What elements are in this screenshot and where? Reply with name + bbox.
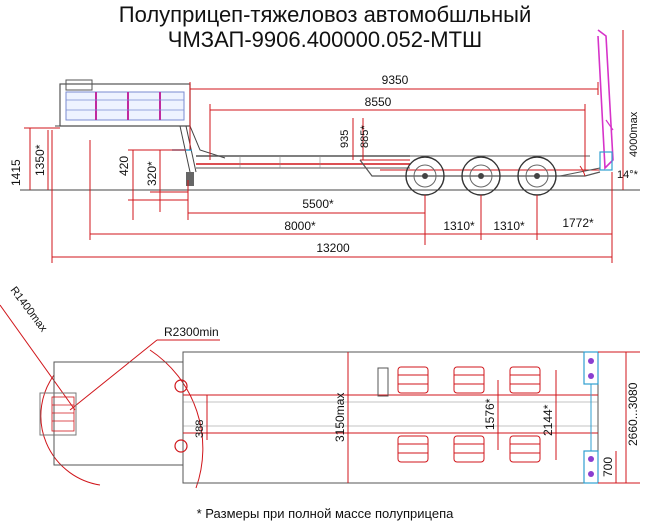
footnote: * Размеры при полной массе полуприцепа <box>196 506 454 521</box>
side-view: 9350 8550 935 885* 4000max 14°* 1415 135… <box>9 29 640 263</box>
dim-2144-label: 2144* <box>541 404 555 436</box>
diagram-title-line2: ЧМЗАП-9906.400000.052-МТШ <box>167 27 483 52</box>
dim-1772 <box>537 172 613 240</box>
dim-5500 <box>187 180 426 245</box>
dim-1576-label: 1576* <box>483 398 497 430</box>
dim-8550 <box>209 104 586 170</box>
gooseneck <box>55 79 226 186</box>
ramps-top-view <box>583 351 599 484</box>
diagram-title-line1: Полуприцеп-тяжеловоз автомобшльный <box>118 2 532 27</box>
dim-13200-label: 13200 <box>316 241 350 255</box>
dim-885-label: 885* <box>359 125 371 148</box>
dim-1310b-label: 1310* <box>493 219 525 233</box>
dim-388-label: 388 <box>194 420 206 438</box>
dim-1350-label: 1350* <box>33 144 47 176</box>
dim-700-label: 700 <box>601 457 615 477</box>
dim-2660-label: 2660...3080 <box>626 382 640 446</box>
dim-1310-b <box>481 195 538 240</box>
angle-label: 14°* <box>617 169 639 181</box>
r2300-label: R2300min <box>164 325 219 339</box>
dim-420-label: 420 <box>117 156 131 176</box>
dim-8000 <box>89 140 425 240</box>
dim-8000-label: 8000* <box>284 219 316 233</box>
radius-r2300 <box>69 339 220 489</box>
support-leg <box>186 172 194 186</box>
dim-1310a-label: 1310* <box>443 219 475 233</box>
dim-13200 <box>51 130 613 263</box>
trailer-deck <box>196 155 601 177</box>
dim-1415-label: 1415 <box>9 159 23 186</box>
dim-9350 <box>189 82 599 150</box>
front-support-bottom <box>174 439 188 453</box>
dim-1772-label: 1772* <box>562 216 594 230</box>
dim-935-label: 935 <box>339 130 351 148</box>
radius-r1400 <box>0 304 101 486</box>
dim-4000-label: 4000max <box>628 111 640 157</box>
dim-3150-label: 3150max <box>333 393 347 442</box>
r1400-label: R1400max <box>8 285 50 335</box>
dim-320-label: 320* <box>145 161 159 186</box>
wheels-top-view <box>377 366 541 463</box>
front-support-top <box>174 379 188 393</box>
angle-arc <box>579 165 586 177</box>
dim-5500-label: 5500* <box>302 197 334 211</box>
dim-1310-a <box>425 195 482 240</box>
dim-8550-label: 8550 <box>365 95 392 109</box>
top-deck <box>182 351 599 484</box>
dim-9350-label: 9350 <box>382 73 409 87</box>
kingpin-plate <box>39 392 77 436</box>
top-gooseneck <box>53 361 184 466</box>
top-view: R1400max R2300min <box>0 285 640 489</box>
rear-ramp <box>559 29 614 177</box>
